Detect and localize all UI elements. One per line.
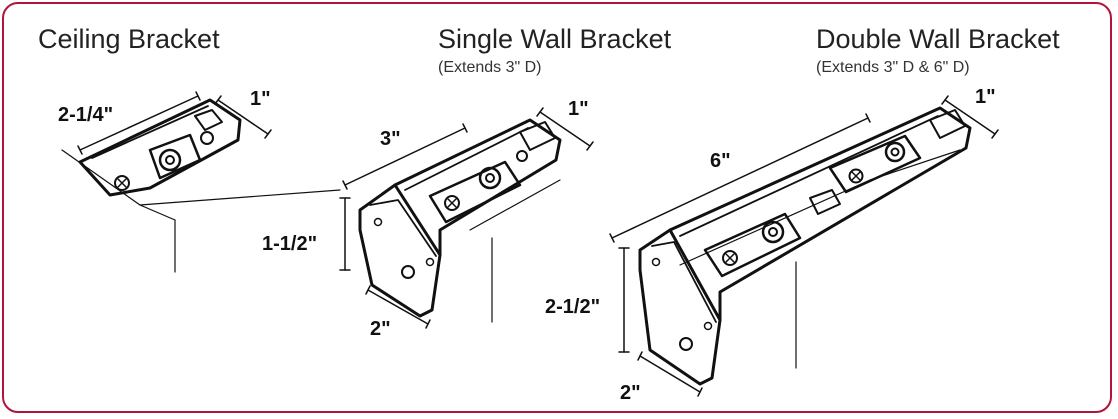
diagram-frame	[2, 2, 1112, 413]
single-wall-bracket-title: Single Wall Bracket	[438, 24, 672, 54]
ceiling-bracket-drawing	[61, 91, 341, 273]
single-extension-label: 3"	[380, 128, 401, 150]
ceiling-bracket-title: Ceiling Bracket	[38, 24, 220, 54]
single-width-label: 2"	[370, 318, 391, 340]
ceiling-width-label: 2-1/4"	[58, 104, 114, 126]
double-extension-label: 6"	[710, 150, 731, 172]
single-depth-label: 1"	[568, 98, 589, 120]
double-wall-bracket-subtitle: (Extends 3" D & 6" D)	[816, 59, 970, 76]
ceiling-depth-label: 1"	[250, 88, 271, 110]
double-width-label: 2"	[620, 382, 641, 404]
double-height-label: 2-1/2"	[545, 296, 601, 318]
single-wall-bracket-drawing	[339, 107, 594, 329]
double-wall-bracket-title: Double Wall Bracket	[816, 24, 1060, 54]
single-height-label: 1-1/2"	[262, 233, 318, 255]
single-wall-bracket-subtitle: (Extends 3" D)	[438, 59, 542, 76]
double-wall-bracket-drawing	[609, 95, 999, 397]
double-depth-label: 1"	[975, 86, 996, 108]
